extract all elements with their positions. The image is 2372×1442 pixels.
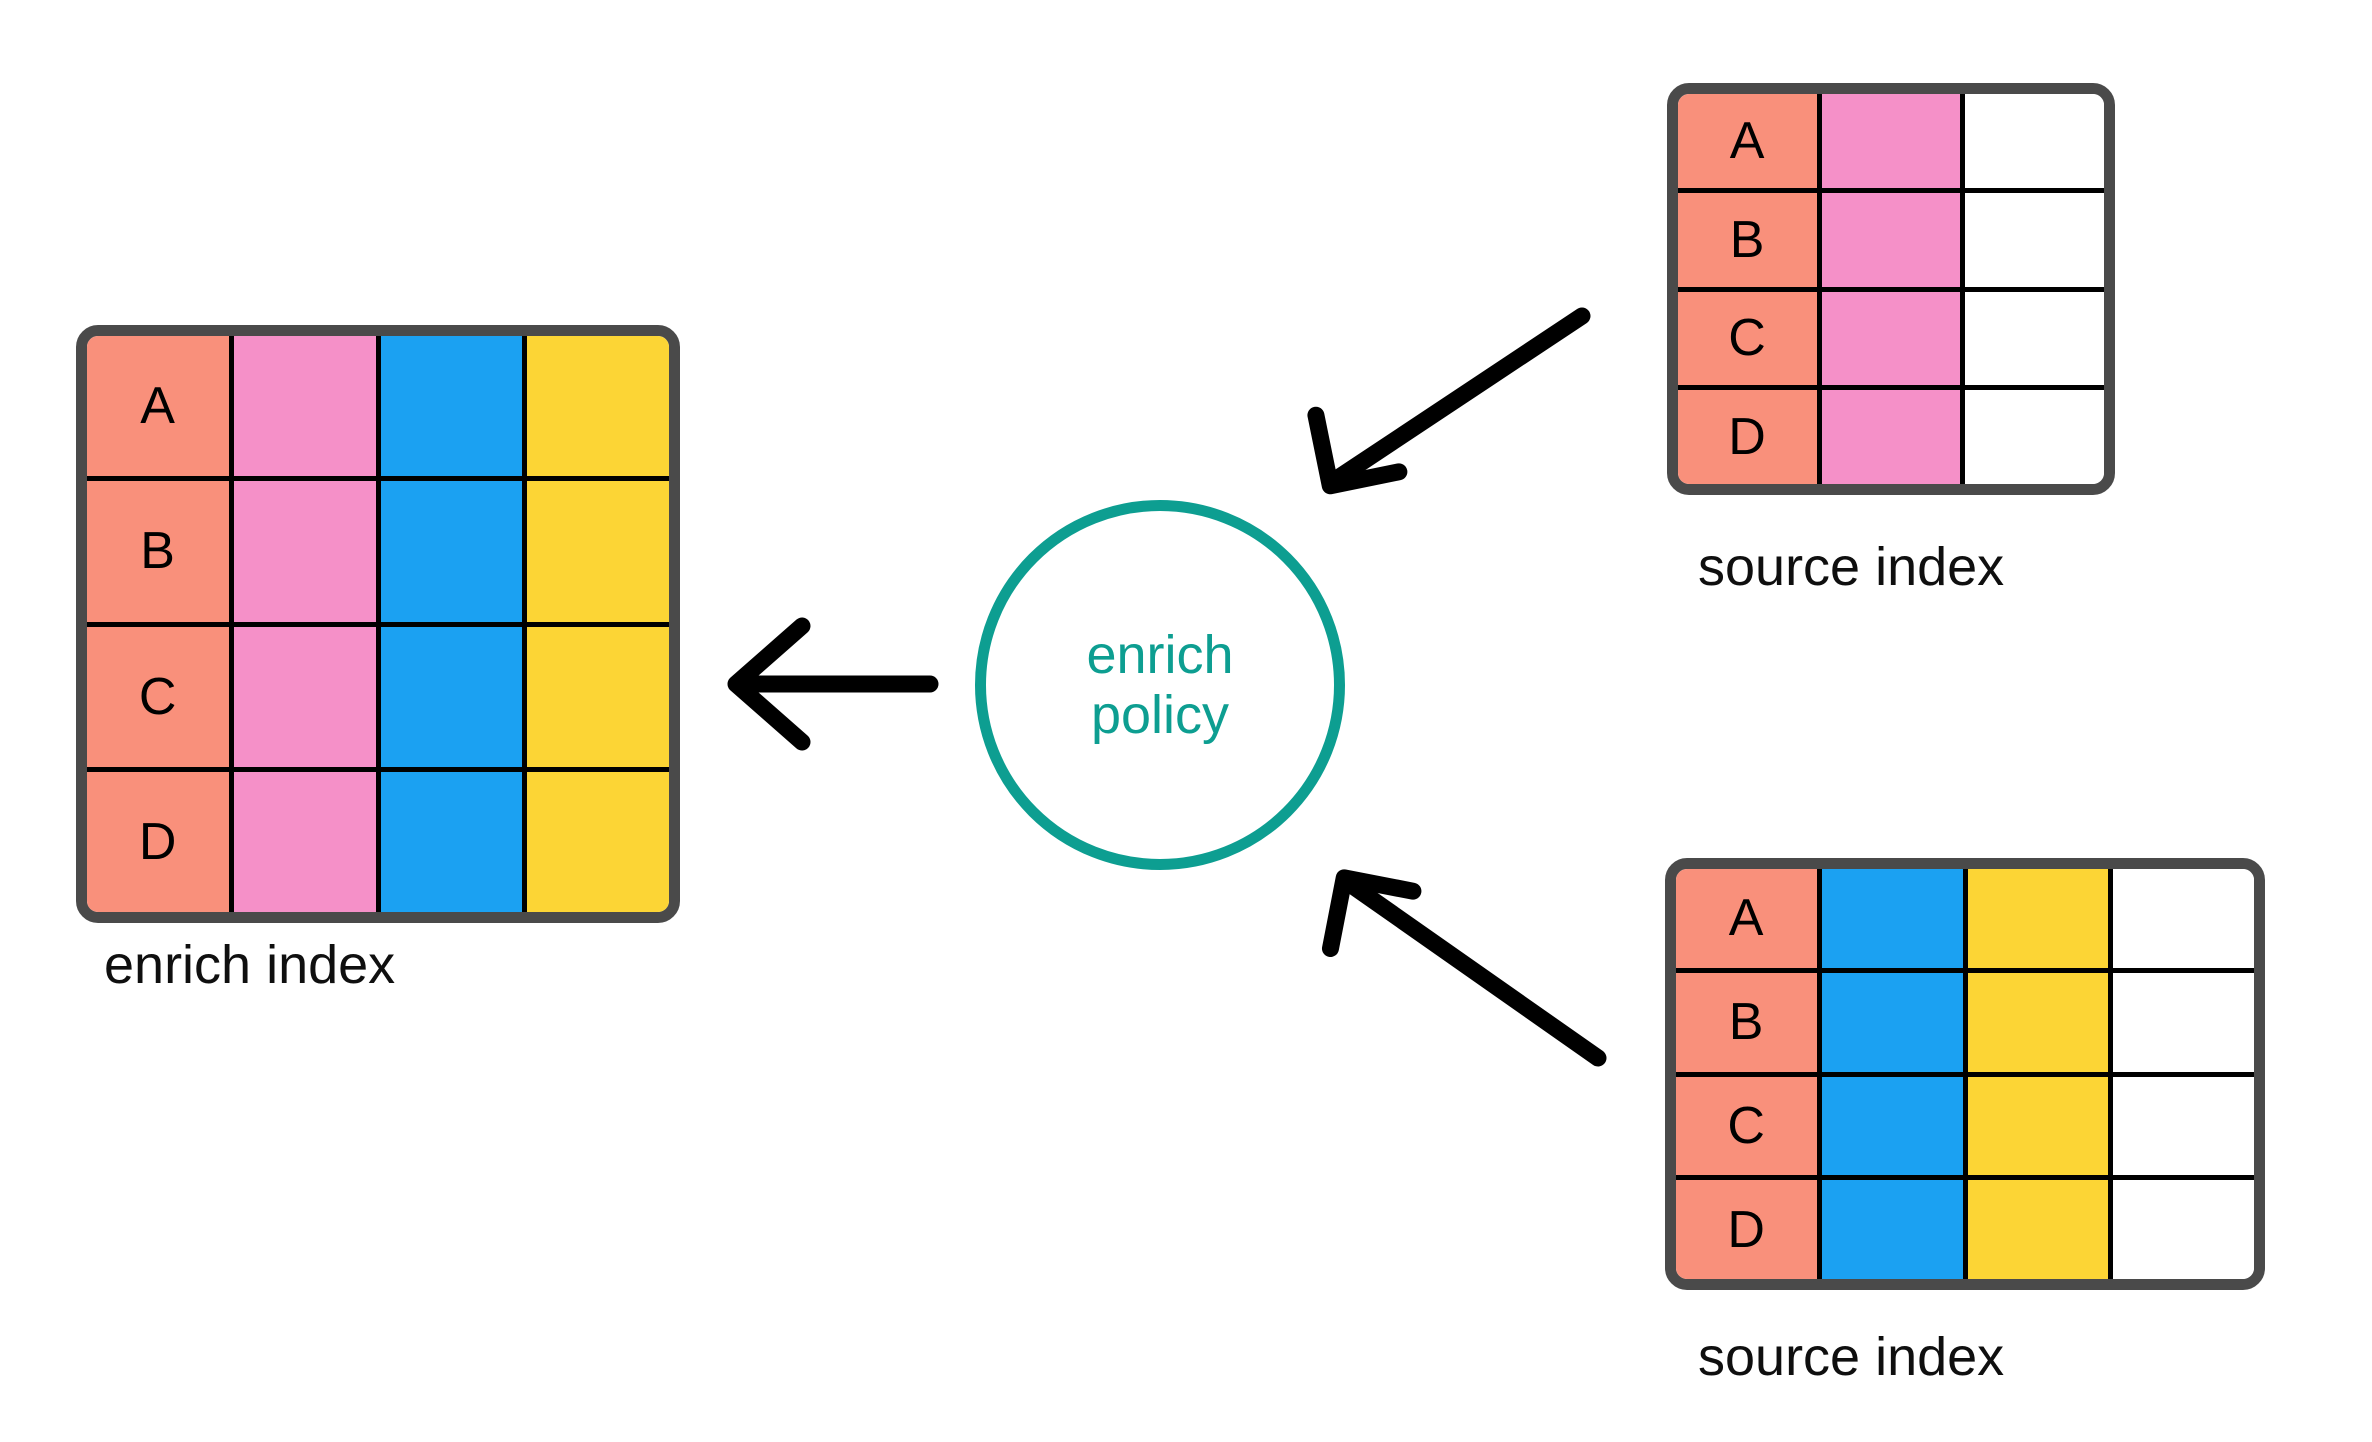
empty-field-cell: [2113, 1076, 2254, 1176]
table-row: C: [87, 626, 669, 772]
table-row: B: [1676, 972, 2254, 1077]
cell-label: D: [1728, 408, 1767, 467]
table-row: D: [1676, 1180, 2254, 1279]
yellow-field-cell: [527, 481, 669, 622]
empty-field-cell: [2113, 972, 2254, 1072]
source-index-top-table: A B C D: [1667, 83, 2115, 495]
enrich-policy-line-2: policy: [1090, 685, 1230, 745]
cell-label: B: [140, 522, 176, 581]
key-cell: C: [1676, 1076, 1822, 1176]
empty-field-cell: [2113, 869, 2254, 968]
key-cell: C: [1678, 291, 1822, 386]
key-cell: A: [87, 336, 234, 477]
table-row: C: [1678, 291, 2104, 391]
arrow-source-top-to-policy: [1307, 307, 1591, 495]
key-cell: B: [1676, 972, 1822, 1072]
cell-label: A: [140, 377, 176, 436]
yellow-field-cell: [527, 626, 669, 767]
enrich-index-caption: enrich index: [104, 935, 396, 995]
empty-field-cell: [1965, 291, 2104, 386]
pink-field-cell: [233, 481, 381, 622]
table-row: C: [1676, 1076, 2254, 1181]
yellow-field-cell: [527, 336, 669, 477]
yellow-field-cell: [1967, 1180, 2114, 1279]
yellow-field-cell: [1967, 972, 2114, 1072]
yellow-field-cell: [1967, 869, 2114, 968]
enrich-policy-line-1: enrich: [1086, 624, 1234, 685]
cell-label: B: [1729, 210, 1765, 269]
blue-field-cell: [1821, 1180, 1968, 1279]
blue-field-cell: [1821, 869, 1968, 968]
pink-field-cell: [1821, 192, 1966, 287]
pink-field-cell: [1821, 390, 1966, 484]
pink-field-cell: [233, 336, 381, 477]
cell-label: C: [1728, 309, 1767, 368]
blue-field-cell: [380, 771, 528, 912]
cell-label: A: [1729, 111, 1765, 170]
enrich-policy-node: enrich policy: [975, 500, 1345, 870]
pink-field-cell: [233, 771, 381, 912]
blue-field-cell: [1821, 972, 1968, 1072]
pink-field-cell: [233, 626, 381, 767]
pink-field-cell: [1821, 94, 1966, 188]
empty-field-cell: [1965, 192, 2104, 287]
source-index-bottom-table: A B C D: [1665, 858, 2265, 1290]
table-row: A: [1678, 94, 2104, 193]
blue-field-cell: [1821, 1076, 1968, 1176]
key-cell: B: [1678, 192, 1822, 287]
cell-label: D: [138, 812, 177, 871]
cell-label: C: [1727, 1096, 1766, 1155]
cell-label: A: [1728, 889, 1764, 948]
empty-field-cell: [1965, 94, 2104, 188]
empty-field-cell: [2113, 1180, 2254, 1279]
table-row: A: [87, 336, 669, 482]
table-row: D: [87, 771, 669, 912]
cell-label: C: [138, 667, 177, 726]
enrich-index-table: A B C D: [76, 325, 680, 923]
table-row: A: [1676, 869, 2254, 973]
cell-label: D: [1727, 1200, 1766, 1259]
key-cell: A: [1678, 94, 1822, 188]
source-index-top-caption: source index: [1698, 537, 2005, 597]
blue-field-cell: [380, 626, 528, 767]
table-row: D: [1678, 390, 2104, 484]
key-cell: D: [1676, 1180, 1822, 1279]
yellow-field-cell: [527, 771, 669, 912]
arrow-policy-to-enrich-index: [727, 617, 939, 751]
blue-field-cell: [380, 481, 528, 622]
key-cell: D: [1678, 390, 1822, 484]
key-cell: C: [87, 626, 234, 767]
source-index-bottom-caption: source index: [1698, 1327, 2005, 1387]
key-cell: B: [87, 481, 234, 622]
key-cell: A: [1676, 869, 1822, 968]
yellow-field-cell: [1967, 1076, 2114, 1176]
blue-field-cell: [380, 336, 528, 477]
key-cell: D: [87, 771, 234, 912]
table-row: B: [1678, 192, 2104, 292]
cell-label: B: [1728, 993, 1764, 1052]
arrow-source-bottom-to-policy: [1321, 869, 1607, 1067]
empty-field-cell: [1965, 390, 2104, 484]
table-row: B: [87, 481, 669, 627]
pink-field-cell: [1821, 291, 1966, 386]
